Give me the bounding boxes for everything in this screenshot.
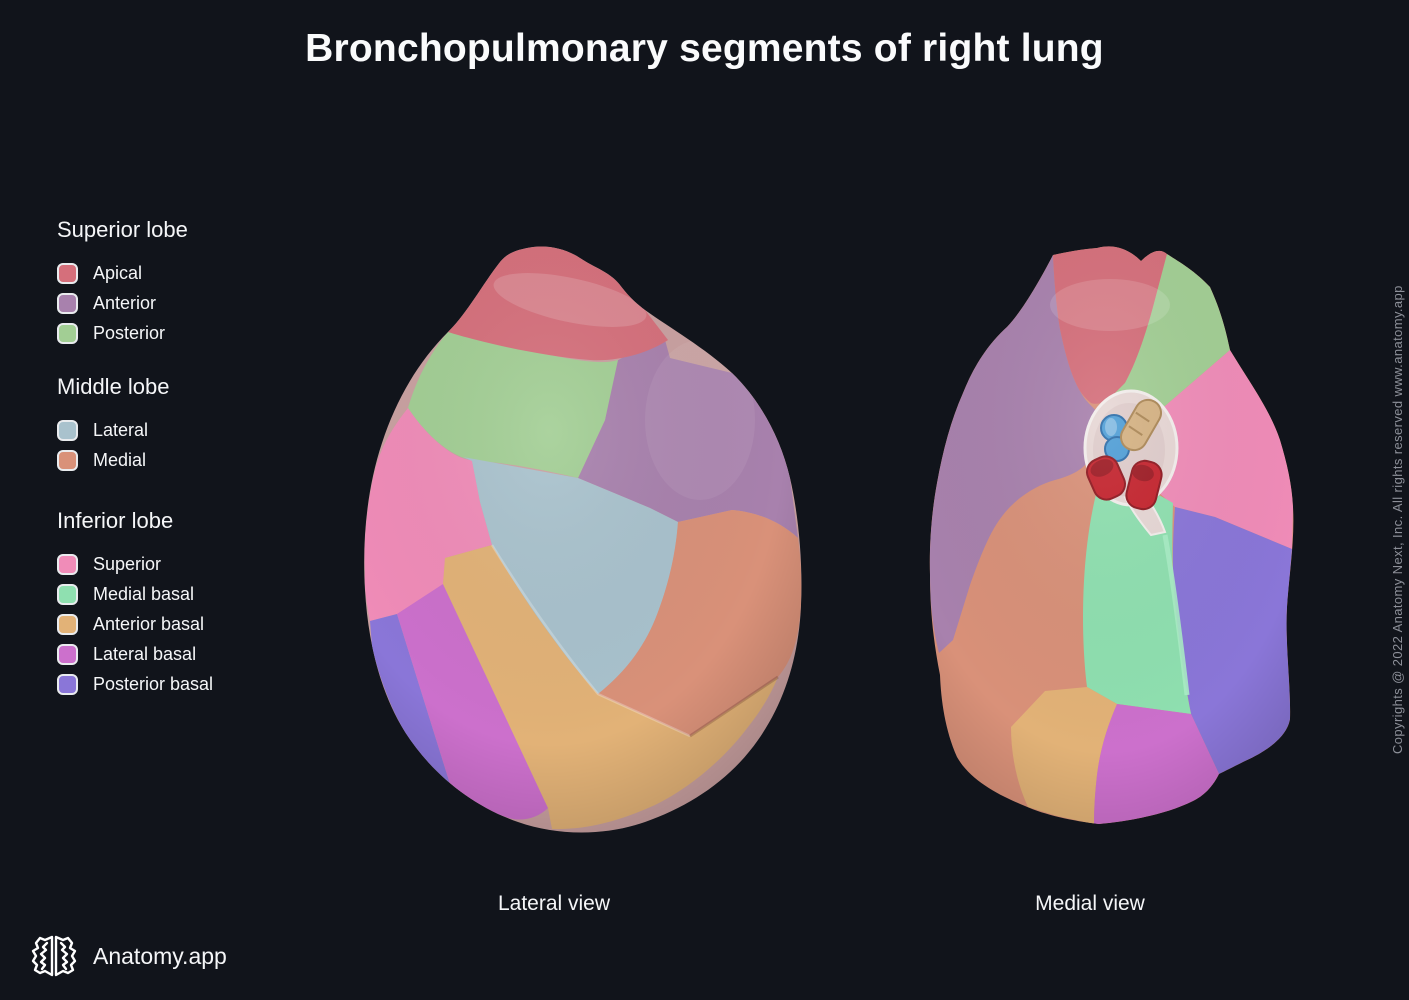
surface-shading bbox=[364, 246, 802, 833]
color-swatch bbox=[57, 584, 78, 605]
legend-group-middle-lobe: Middle lobe Lateral Medial bbox=[57, 373, 170, 480]
legend-label: Posterior bbox=[93, 323, 166, 343]
medial-view-illustration bbox=[929, 246, 1294, 824]
legend-label: Anterior bbox=[93, 293, 157, 313]
legend-label: Apical bbox=[93, 263, 143, 283]
legend-label: Lateral basal bbox=[93, 644, 197, 664]
legend-item-medial-basal: Medial basal bbox=[57, 584, 213, 605]
legend-group-inferior-lobe: Inferior lobe Superior Medial basal Ante… bbox=[57, 507, 213, 704]
legend-label: Medial bbox=[93, 450, 147, 470]
legend-item-anterior: Anterior bbox=[57, 293, 188, 314]
page-title: Bronchopulmonary segments of right lung bbox=[305, 27, 1104, 70]
brand-footer: Anatomy.app bbox=[28, 931, 227, 981]
color-swatch bbox=[57, 323, 78, 344]
color-swatch bbox=[57, 674, 78, 695]
surface-shading bbox=[929, 246, 1294, 824]
lateral-view-illustration bbox=[364, 246, 802, 833]
legend-item-posterior: Posterior bbox=[57, 323, 188, 344]
legend-group-superior-lobe: Superior lobe Apical Anterior Posterior bbox=[57, 216, 188, 353]
color-swatch bbox=[57, 293, 78, 314]
legend-label: Medial basal bbox=[93, 584, 195, 604]
legend-heading: Middle lobe bbox=[57, 374, 170, 399]
color-swatch bbox=[57, 614, 78, 635]
legend-item-anterior-basal: Anterior basal bbox=[57, 614, 213, 635]
legend-item-posterior-basal: Posterior basal bbox=[57, 674, 213, 695]
color-swatch bbox=[57, 450, 78, 471]
legend-item-medial: Medial bbox=[57, 450, 170, 471]
brand-name: Anatomy.app bbox=[93, 942, 227, 969]
legend-heading: Superior lobe bbox=[57, 217, 188, 242]
legend-label: Posterior basal bbox=[93, 674, 214, 694]
legend-item-superior: Superior bbox=[57, 554, 213, 575]
legend-heading: Inferior lobe bbox=[57, 508, 174, 533]
color-swatch bbox=[57, 554, 78, 575]
legend-item-lateral: Lateral bbox=[57, 420, 170, 441]
legend-label: Superior bbox=[93, 554, 162, 574]
medial-view-caption: Medial view bbox=[1035, 892, 1145, 915]
legend-label: Lateral bbox=[93, 420, 149, 440]
legend-item-apical: Apical bbox=[57, 263, 188, 284]
legend-label: Anterior basal bbox=[93, 614, 205, 634]
color-swatch bbox=[57, 263, 78, 284]
brain-logo-icon bbox=[31, 935, 77, 977]
legend-item-lateral-basal: Lateral basal bbox=[57, 644, 213, 665]
color-swatch bbox=[57, 420, 78, 441]
copyright-text: Copyrights @ 2022 Anatomy Next, Inc. All… bbox=[1390, 285, 1405, 755]
color-swatch bbox=[57, 644, 78, 665]
lateral-view-caption: Lateral view bbox=[497, 892, 611, 915]
